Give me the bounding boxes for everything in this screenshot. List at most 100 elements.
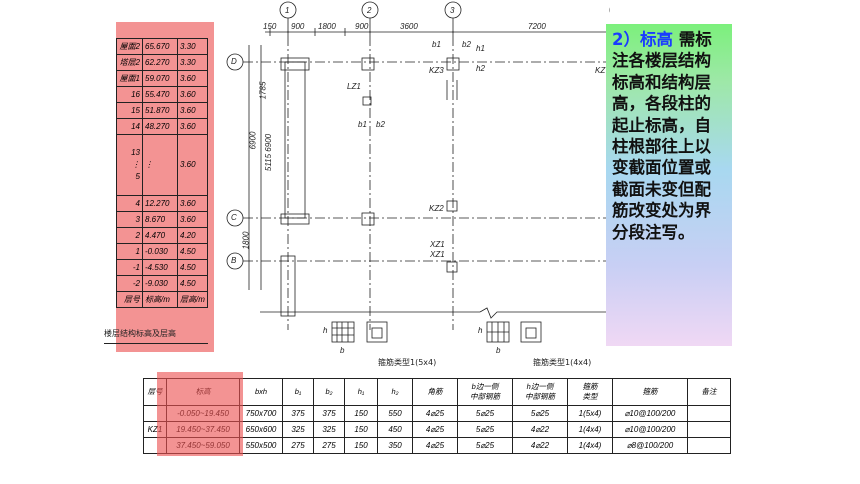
stirrup-h-label-2: h (478, 326, 483, 335)
column-table-cell: 5⌀25 (457, 421, 513, 438)
floor-cell: 16 (116, 86, 143, 103)
column-table-cell: ⌀8@100/200 (612, 437, 688, 454)
floor-cell: 59.070 (142, 70, 178, 87)
column-table-header: bxh (239, 378, 283, 406)
column-table-cell: 375 (282, 405, 314, 422)
column-table-cell: 150 (344, 437, 378, 454)
floor-cell: 3.30 (177, 38, 208, 55)
tag-kz2: KZ2 (429, 204, 444, 213)
column-table-cell: 150 (344, 405, 378, 422)
floor-cell: 62.270 (142, 54, 178, 71)
floor-cell: 14 (116, 118, 143, 135)
axis-label-2: 2 (367, 6, 372, 15)
column-table-cell: 350 (377, 437, 413, 454)
dim-top-3600: 3600 (400, 22, 418, 31)
floor-cell: 3.60 (177, 134, 208, 196)
column-table-cell: 550x500 (239, 437, 283, 454)
row-label-b: B (231, 256, 237, 265)
floor-cell: -1 (116, 259, 143, 276)
column-table-header: b₂ (313, 378, 345, 406)
dim-b2-lz: b2 (376, 120, 385, 129)
floor-cell: 3.60 (177, 195, 208, 212)
dim-left-1800: 1800 (241, 231, 251, 250)
floor-cell: 3.60 (177, 211, 208, 228)
floor-cell: 55.470 (142, 86, 178, 103)
floor-cell: 65.670 (142, 38, 178, 55)
dim-left-6900: 6900 (248, 131, 258, 150)
floor-cell: 屋面2 (116, 38, 143, 55)
column-table-cell: ⌀10@100/200 (612, 405, 688, 422)
dim-top-900b: 900 (355, 22, 369, 31)
column-table-cell: 275 (313, 437, 345, 454)
stirrup-b-label-1: b (340, 346, 345, 355)
column-table-cell: 450 (377, 421, 413, 438)
tag-kz: KZ (595, 66, 606, 75)
column-table-row: KZ119.450~37.450650x6003253251504504⌀255… (143, 421, 731, 438)
column-table-cell: 750x700 (239, 405, 283, 422)
dim-left-1785: 1785 (258, 81, 268, 100)
column-table-header: 备注 (687, 378, 731, 406)
floor-cell: 51.870 (142, 102, 178, 119)
dim-top-900a: 900 (291, 22, 305, 31)
dim-top-1800: 1800 (318, 22, 336, 31)
floor-cell: 13 ⋮ 5 (116, 134, 143, 196)
floor-cell: 3.60 (177, 102, 208, 119)
floor-cell: 3.60 (177, 118, 208, 135)
axis-label-3: 3 (450, 6, 455, 15)
dim-left-5115: 5115 6900 (264, 133, 274, 172)
column-table-header: b边一侧 中部钢筋 (457, 378, 513, 406)
floor-cell: 48.270 (142, 118, 178, 135)
column-table-header: h边一侧 中部钢筋 (512, 378, 568, 406)
column-table-cell: 650x600 (239, 421, 283, 438)
column-table-header: 角筋 (412, 378, 458, 406)
floor-cell: -0.030 (142, 243, 178, 260)
dim-h2: h2 (476, 64, 485, 73)
floor-cell: 4.470 (142, 227, 178, 244)
stirrup-b-label-2: b (496, 346, 501, 355)
column-table-cell: 4⌀22 (512, 421, 568, 438)
dim-b2: b2 (462, 40, 471, 49)
floor-row: 13 ⋮ 5⋮3.60 (116, 134, 208, 196)
floor-cell: 4.50 (177, 243, 208, 260)
floor-cell: 4.50 (177, 275, 208, 292)
floor-cell: 3 (116, 211, 143, 228)
column-table-cell: 275 (282, 437, 314, 454)
floor-cell: 3.60 (177, 70, 208, 87)
column-table-cell: 1(4x4) (567, 437, 613, 454)
floor-cell: 层号 (116, 291, 143, 308)
callout-box: 2）标高 需标注各楼层结构标高和结构层高，各段柱的起止标高，自柱根部往上以变截面… (606, 24, 732, 346)
column-table-cell: 1(4x4) (567, 421, 613, 438)
floor-cell: 2 (116, 227, 143, 244)
stirrup-caption-2: 箍筋类型1(4x4) (533, 358, 592, 367)
column-table-header: h₂ (377, 378, 413, 406)
floor-cell: 12.270 (142, 195, 178, 212)
floor-cell: 屋面1 (116, 70, 143, 87)
row-label-c: C (231, 213, 237, 222)
column-table-cell (687, 405, 731, 422)
column-plan-drawing (226, 1, 610, 343)
floor-cell: 8.670 (142, 211, 178, 228)
column-table-cell: 375 (313, 405, 345, 422)
floor-cell: 塔层2 (116, 54, 143, 71)
column-table-cell: 550 (377, 405, 413, 422)
dim-b1: b1 (432, 40, 441, 49)
floor-cell: -9.030 (142, 275, 178, 292)
column-table-header: b₁ (282, 378, 314, 406)
column-table-cell: 4⌀22 (512, 437, 568, 454)
elevation-column-highlight (157, 372, 243, 456)
column-table-cell: 5⌀25 (512, 405, 568, 422)
floor-cell: -2 (116, 275, 143, 292)
floor-cell: 1 (116, 243, 143, 260)
column-table-cell: ⌀10@100/200 (612, 421, 688, 438)
column-table-cell (687, 437, 731, 454)
tag-kz3: KZ3 (429, 66, 444, 75)
